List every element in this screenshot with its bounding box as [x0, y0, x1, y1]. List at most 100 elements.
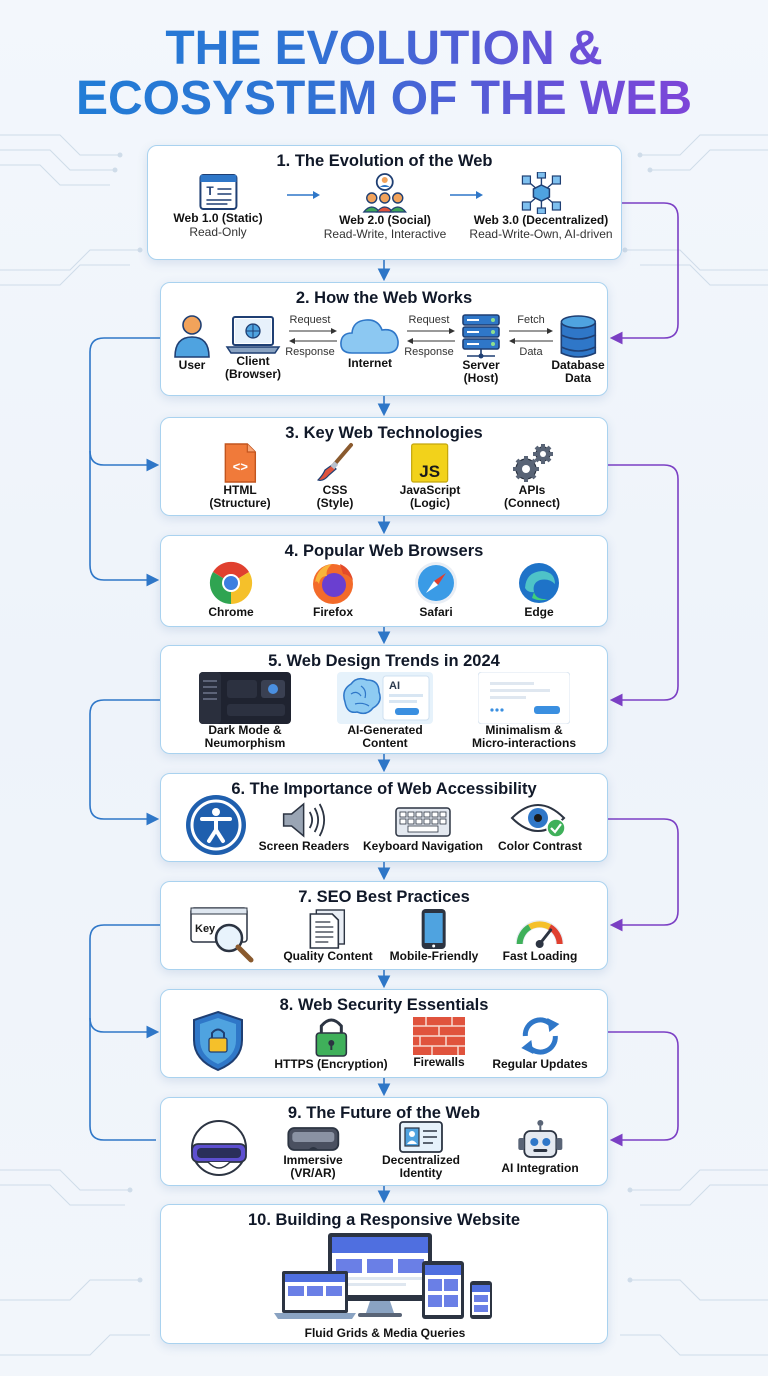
edge-label: Edge: [524, 605, 554, 619]
ai-content-label: AI-Generated: [347, 723, 423, 737]
section-seo: 7. SEO Best Practices Key Quality Conten…: [160, 881, 608, 970]
server-item: Server (Host): [459, 313, 503, 385]
chrome-item: Chrome: [208, 560, 254, 619]
firefox-label: Firefox: [312, 605, 353, 619]
safari-item: Safari: [413, 560, 459, 619]
section-security: 8. Web Security Essentials HTTPS (Encryp…: [160, 989, 608, 1078]
html-file-icon: <>: [224, 443, 256, 483]
refresh-icon: [520, 1017, 559, 1055]
dark-mode-item: Dark Mode & Neumorphism: [199, 672, 291, 750]
keyword-item: Key: [189, 906, 259, 964]
quality-content-item: Quality Content: [283, 908, 373, 963]
firewalls-item: Firewalls: [412, 1016, 466, 1069]
section-accessibility: 6. The Importance of Web Accessibility S…: [160, 773, 608, 862]
request-response-arrows: [289, 328, 337, 344]
mobile-friendly-label: Mobile-Friendly: [389, 949, 479, 963]
database-label: Database: [551, 358, 605, 372]
vr-headset-icon: [191, 1120, 247, 1176]
ai-badge: AI: [389, 680, 400, 692]
user-item: User: [172, 313, 212, 372]
section-title: 7. SEO Best Practices: [298, 888, 470, 906]
section-future: 9. The Future of the Web Immersive (VR/A…: [160, 1097, 608, 1186]
smartphone-icon: [421, 909, 446, 949]
server-sub: (Host): [463, 371, 499, 385]
updates-item: Regular Updates: [492, 1014, 588, 1071]
dark-mode-label: Dark Mode &: [208, 723, 282, 737]
minimalism-label: Minimalism &: [485, 723, 563, 737]
firefox-icon: [313, 564, 353, 604]
section-title: 1. The Evolution of the Web: [276, 152, 493, 170]
keyword-magnifier-icon: Key: [190, 907, 254, 963]
apis-label: APIs: [518, 483, 546, 497]
web3-item: Web 3.0 (Decentralized) Read-Write-Own, …: [469, 172, 613, 241]
document-icon: [309, 909, 345, 949]
web1-label: Web 1.0 (Static): [173, 211, 263, 225]
vr-headset-item: [188, 1118, 250, 1178]
section-responsive: 10. Building a Responsive Website Fluid …: [160, 1204, 608, 1344]
accessibility-icon: [186, 795, 246, 855]
eye-check-icon: [510, 804, 566, 838]
screen-readers-label: Screen Readers: [258, 839, 350, 853]
immersive-item: Immersive (VR/AR): [283, 1124, 343, 1180]
cloud-icon: [340, 319, 399, 354]
web3-sub: Read-Write-Own, AI-driven: [469, 227, 613, 241]
user-icon: [174, 315, 210, 358]
section-title: 3. Key Web Technologies: [285, 424, 483, 442]
data-label: Data: [519, 346, 543, 358]
section-title: 9. The Future of the Web: [287, 1104, 481, 1122]
robot-icon: [518, 1120, 562, 1158]
section-web-evolution: 1. The Evolution of the Web T Web 1.0 (S…: [147, 145, 622, 260]
javascript-icon: JS: [411, 443, 449, 483]
chrome-icon: [209, 561, 253, 605]
minimalism-sub: Micro-interactions: [471, 736, 577, 750]
request-label: Request: [408, 314, 450, 326]
apis-sub: (Connect): [504, 496, 560, 510]
mobile-friendly-item: Mobile-Friendly: [389, 908, 479, 963]
keyboard-nav-item: Keyboard Navigation: [363, 804, 483, 853]
dark-mode-ui-icon: [199, 672, 291, 724]
javascript-label: JavaScript: [399, 483, 461, 497]
svg-text:<>: <>: [232, 459, 248, 474]
section-title: 6. The Importance of Web Accessibility: [231, 780, 537, 798]
web1-item: T Web 1.0 (Static) Read-Only: [173, 172, 263, 239]
edge-item: Edge: [516, 560, 562, 619]
javascript-sub: (Logic): [409, 496, 450, 510]
section-title: 8. Web Security Essentials: [279, 996, 489, 1014]
section-title: 2. How the Web Works: [295, 289, 473, 307]
web1-sub: Read-Only: [189, 225, 247, 239]
section-browsers: 4. Popular Web Browsers Chrome Firefox S…: [160, 535, 608, 627]
web3-label: Web 3.0 (Decentralized): [473, 213, 609, 227]
response-label: Response: [404, 346, 454, 358]
server-icon: [462, 314, 500, 359]
keyboard-nav-label: Keyboard Navigation: [362, 839, 484, 853]
keyboard-icon: [395, 807, 451, 837]
fast-loading-item: Fast Loading: [503, 908, 577, 963]
fetch-data-arrows: [509, 328, 553, 344]
minimal-ui-icon: [477, 672, 570, 724]
id-card-icon: [399, 1121, 443, 1153]
chrome-label: Chrome: [208, 605, 254, 619]
section-how-web-works: 2. How the Web Works User Client (Browse…: [160, 282, 608, 396]
https-item: HTTPS (Encryption): [274, 1014, 388, 1071]
html-item: <> HTML (Structure): [209, 442, 271, 510]
responsive-item: Fluid Grids & Media Queries: [270, 1231, 500, 1340]
database-icon: [560, 315, 596, 358]
js-badge: JS: [420, 462, 441, 481]
minimalism-item: Minimalism & Micro-interactions: [472, 672, 576, 750]
apis-item: APIs (Connect): [504, 442, 560, 510]
safari-label: Safari: [419, 605, 453, 619]
responsive-devices-icon: [274, 1233, 492, 1319]
immersive-label: Immersive: [283, 1153, 343, 1167]
main-title-line-1: THE EVOLUTION &: [0, 22, 768, 76]
ai-brain-icon: AI: [337, 672, 433, 724]
arrow-right-icon: [287, 191, 320, 199]
safari-icon: [415, 562, 457, 604]
javascript-item: JS JavaScript (Logic): [399, 442, 461, 510]
key-badge: Key: [195, 923, 216, 935]
screen-readers-item: Screen Readers: [258, 800, 350, 853]
responsive-label: Fluid Grids & Media Queries: [304, 1326, 466, 1340]
request-response-arrows: [407, 328, 455, 344]
client-label: Client: [236, 354, 270, 368]
decentralized-id-item: Decentralized Identity: [382, 1120, 460, 1180]
